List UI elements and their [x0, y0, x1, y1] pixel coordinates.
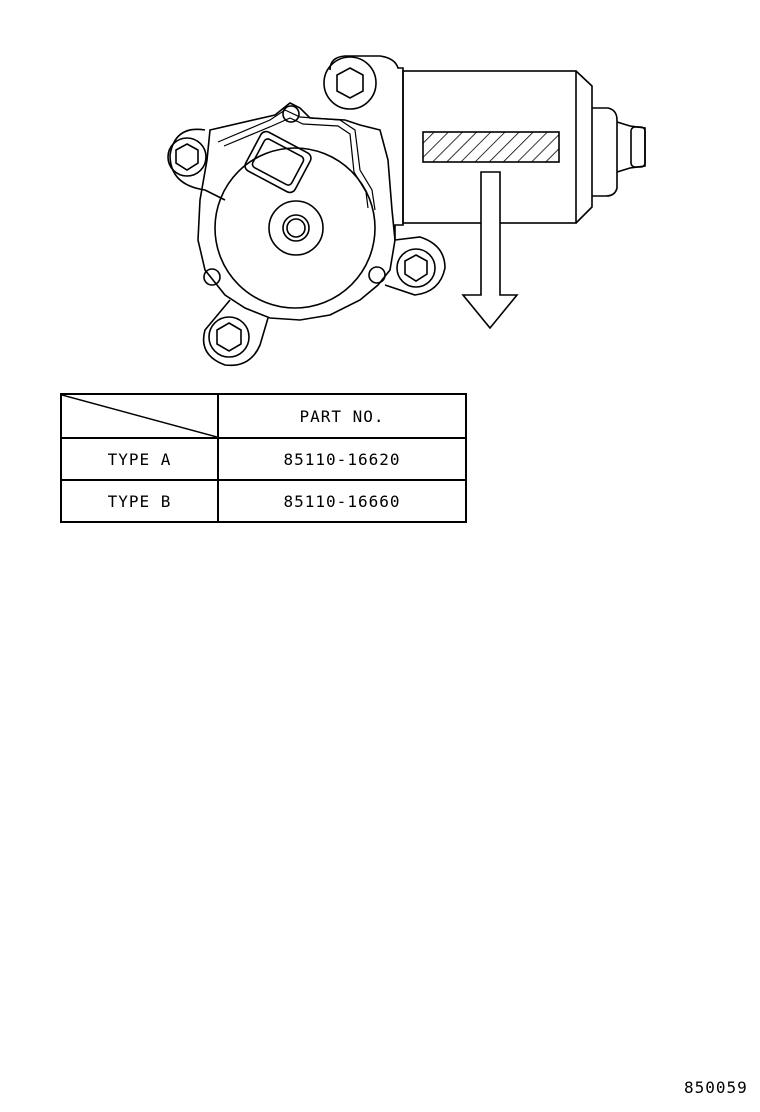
hatched-label-area	[422, 131, 560, 163]
gear-housing	[197, 55, 404, 321]
part-no-cell: 85110-16660	[217, 479, 467, 523]
reference-number: 850059	[684, 1078, 748, 1097]
table-header-row: PART NO.	[60, 393, 467, 439]
diagonal-divider	[62, 395, 217, 437]
parts-table: PART NO. TYPE A 85110-16620 TYPE B 85110…	[60, 393, 467, 523]
arrow-down-icon	[461, 171, 519, 330]
column-header-part-no: PART NO.	[217, 393, 467, 439]
type-cell: TYPE A	[60, 437, 219, 481]
bolt-bottom	[202, 299, 269, 367]
table-row: TYPE A 85110-16620	[60, 437, 467, 481]
bolt-top	[323, 56, 377, 110]
bolt-right	[384, 236, 446, 296]
bolt-left	[167, 128, 226, 201]
part-no-cell: 85110-16620	[217, 437, 467, 481]
type-cell: TYPE B	[60, 479, 219, 523]
table-row: TYPE B 85110-16660	[60, 479, 467, 523]
corner-cell	[60, 393, 219, 439]
motor-illustration	[167, 55, 646, 367]
